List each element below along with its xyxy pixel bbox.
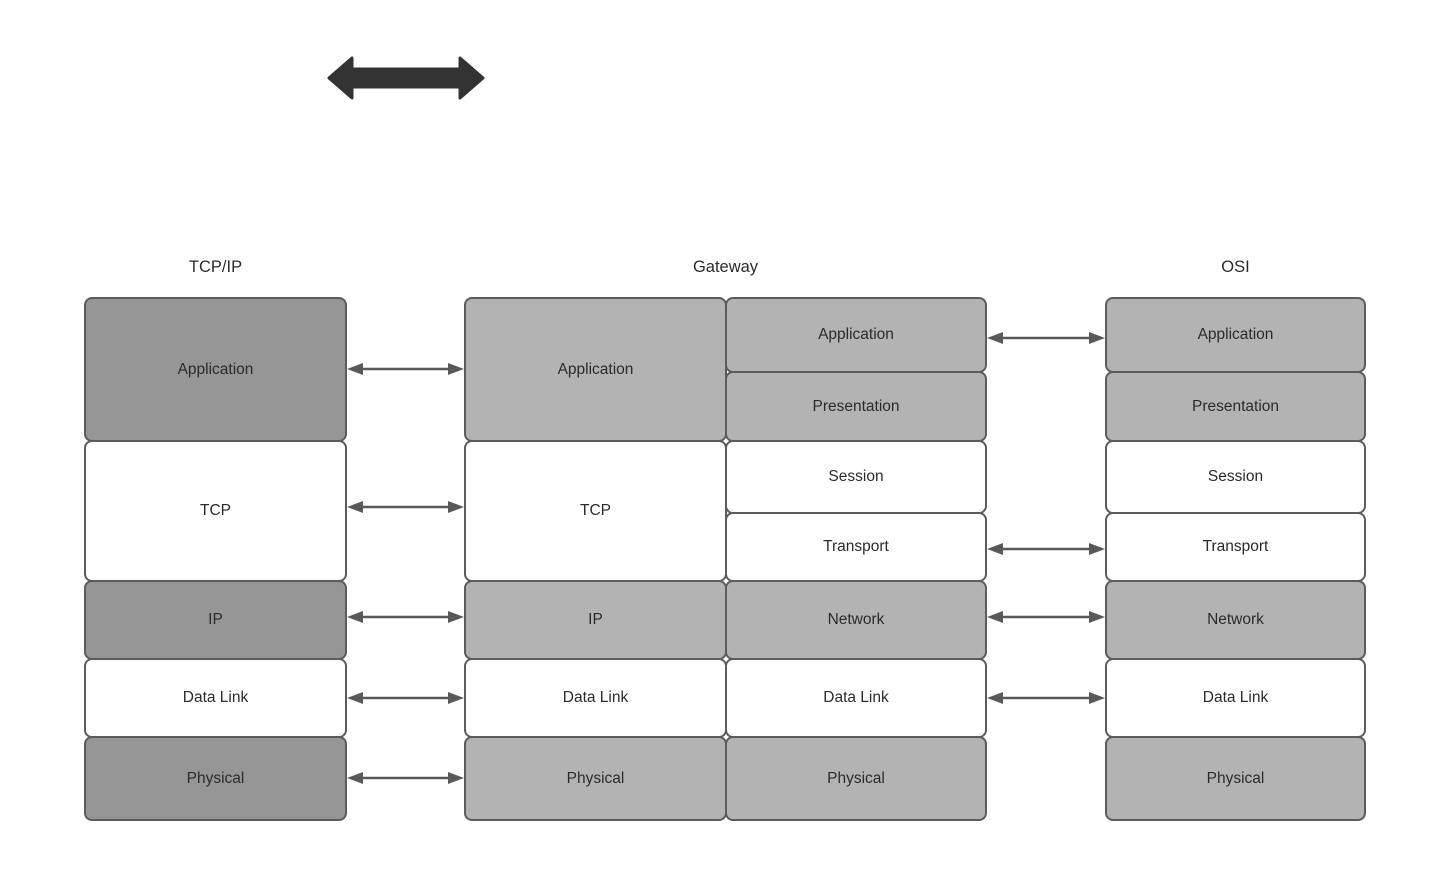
tcpip-layer-physical[interactable]: Physical [84,736,347,821]
connector-gateway-osi-transport [987,540,1105,558]
gateway-right-stack: Application Presentation Session Transpo… [725,297,987,821]
gateway-layer-application[interactable]: Application [464,297,727,442]
gateway-osi-layer-physical[interactable]: Physical [725,736,987,821]
column-header-gateway: Gateway [692,258,759,276]
gateway-osi-layer-transport[interactable]: Transport [725,512,987,582]
connector-tcpip-gateway-ip [347,608,464,626]
connector-tcpip-gateway-physical [347,769,464,787]
tcpip-layer-ip[interactable]: IP [84,580,347,660]
gateway-osi-layer-data-link[interactable]: Data Link [725,658,987,738]
gateway-left-stack: Application TCP IP Data Link Physical [464,297,727,821]
gateway-osi-layer-application[interactable]: Application [725,297,987,373]
osi-layer-network[interactable]: Network [1105,580,1366,660]
gateway-layer-ip[interactable]: IP [464,580,727,660]
connector-tcpip-gateway-tcp [347,498,464,516]
osi-stack: Application Presentation Session Transpo… [1105,297,1366,821]
osi-layer-physical[interactable]: Physical [1105,736,1366,821]
tcpip-layer-tcp[interactable]: TCP [84,440,347,582]
connector-gateway-osi-data-link [987,689,1105,707]
connector-gateway-osi-network [987,608,1105,626]
column-header-osi: OSI [1221,258,1250,276]
column-header-tcpip: TCP/IP [188,258,243,276]
osi-layer-presentation[interactable]: Presentation [1105,371,1366,442]
tcpip-layer-data-link[interactable]: Data Link [84,658,347,738]
tcpip-layer-application[interactable]: Application [84,297,347,442]
gateway-layer-physical[interactable]: Physical [464,736,727,821]
osi-layer-transport[interactable]: Transport [1105,512,1366,582]
gateway-layer-tcp[interactable]: TCP [464,440,727,582]
gateway-osi-layer-presentation[interactable]: Presentation [725,371,987,442]
gateway-layer-data-link[interactable]: Data Link [464,658,727,738]
osi-layer-application[interactable]: Application [1105,297,1366,373]
gateway-osi-layer-network[interactable]: Network [725,580,987,660]
connector-tcpip-gateway-data-link [347,689,464,707]
osi-layer-session[interactable]: Session [1105,440,1366,514]
tcpip-stack: Application TCP IP Data Link Physical [84,297,347,821]
gateway-osi-layer-session[interactable]: Session [725,440,987,514]
connector-gateway-osi-application [987,329,1105,347]
bidirectional-arrow-legend-icon [327,56,485,100]
osi-layer-data-link[interactable]: Data Link [1105,658,1366,738]
connector-tcpip-gateway-application [347,360,464,378]
